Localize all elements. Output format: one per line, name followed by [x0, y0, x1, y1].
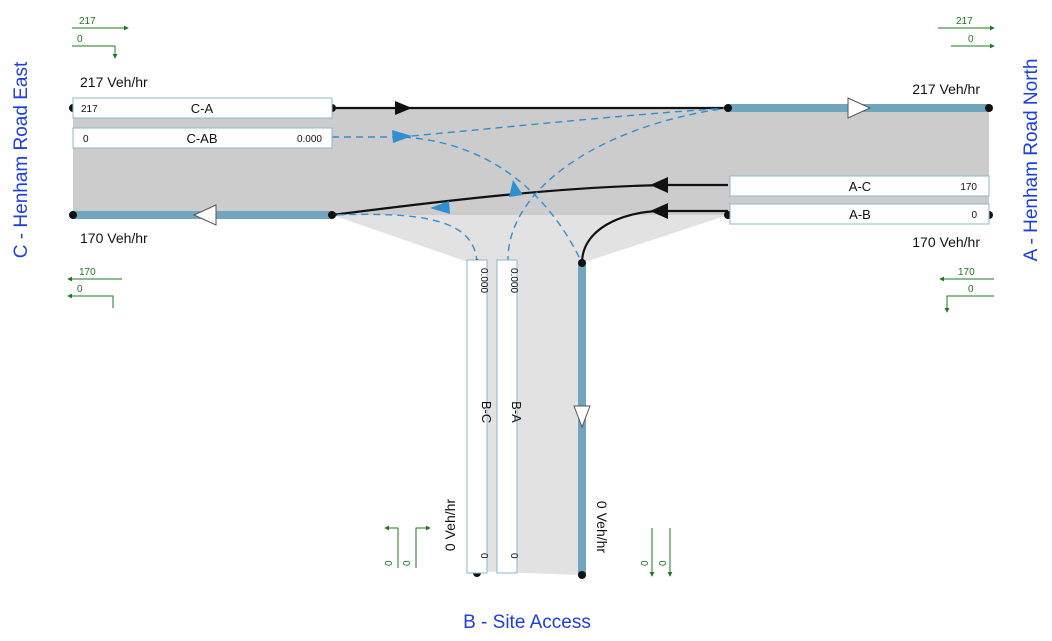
mini-c-top-1: 217 — [79, 16, 96, 27]
arrow-a-b — [650, 203, 668, 219]
box-a-c — [729, 175, 990, 197]
movement-b-c — [331, 213, 478, 264]
mini-a-bot-2: 0 — [968, 284, 974, 295]
mini-flow-c-bot: 170 0 — [67, 267, 122, 308]
box-c-a-left: 217 — [81, 104, 98, 115]
mini-b-right-1: 0 — [640, 560, 651, 566]
flow-a-entry: 170 Veh/hr — [912, 234, 980, 250]
box-a-b — [729, 203, 990, 225]
mini-c-top-2: 0 — [77, 34, 83, 45]
node — [985, 104, 993, 112]
box-c-ab-label: C-AB — [186, 131, 217, 146]
box-c-ab-right: 0.000 — [297, 134, 322, 145]
mini-c-bot-1: 170 — [79, 267, 96, 278]
box-b-a-bottom: 0 — [508, 553, 519, 559]
mini-a-top-2: 0 — [968, 34, 974, 45]
box-c-a — [72, 97, 333, 119]
main-road-surface — [73, 108, 989, 215]
arrow-exit-c — [192, 204, 217, 226]
mini-c-bot-2: 0 — [77, 284, 83, 295]
box-b-c-top: 0.000 — [478, 268, 489, 293]
mini-b-right-2: 0 — [658, 560, 669, 566]
box-b-a — [496, 259, 518, 574]
mini-b-left-1: 0 — [384, 560, 395, 566]
movement-c-b — [332, 136, 583, 264]
box-b-c-label: B-C — [479, 401, 494, 423]
node — [578, 571, 586, 579]
node — [69, 211, 77, 219]
box-c-ab-left: 0 — [83, 134, 89, 145]
arrow-b-a — [509, 180, 523, 197]
arm-a-label: A - Henham Road North — [1021, 59, 1042, 262]
box-b-a-label: B-A — [509, 401, 524, 423]
flow-c-entry: 217 Veh/hr — [80, 74, 148, 90]
mini-flow-b-left: 0 0 — [384, 525, 431, 568]
box-a-b-label: A-B — [849, 207, 871, 222]
mini-a-bot-1: 170 — [958, 267, 975, 278]
node — [578, 259, 586, 267]
flow-a-exit: 217 Veh/hr — [912, 81, 980, 97]
arrow-exit-b — [573, 405, 591, 429]
box-c-ab — [72, 127, 333, 149]
mini-flow-a-bot: 170 0 — [939, 267, 994, 313]
box-a-b-right: 0 — [971, 210, 977, 221]
mini-flow-b-right: 0 0 — [640, 528, 673, 577]
arm-b-label: B - Site Access — [463, 612, 591, 633]
mini-b-left-2: 0 — [402, 560, 413, 566]
arrow-c-a — [395, 101, 412, 115]
mini-flow-c-top: 217 0 — [72, 16, 129, 59]
box-b-c-bottom: 0 — [478, 553, 489, 559]
minor-road-approach — [332, 215, 728, 263]
flow-c-exit: 170 Veh/hr — [80, 230, 148, 246]
box-b-a-top: 0.000 — [508, 268, 519, 293]
box-a-c-right: 170 — [960, 182, 977, 193]
mini-a-top-1: 217 — [956, 16, 973, 27]
arrow-c-ab — [392, 130, 412, 143]
box-c-a-label: C-A — [191, 101, 214, 116]
arrow-exit-a — [847, 97, 872, 119]
flow-b-entry: 0 Veh/hr — [442, 499, 458, 551]
arm-c-label: C - Henham Road East — [11, 61, 32, 258]
box-a-c-label: A-C — [849, 179, 871, 194]
arrow-b-c — [430, 201, 450, 214]
node — [724, 104, 732, 112]
mini-flow-a-top: 217 0 — [938, 16, 995, 49]
flow-b-exit: 0 Veh/hr — [594, 501, 610, 553]
box-b-c — [466, 259, 488, 574]
node — [328, 211, 336, 219]
movement-b-a — [507, 107, 729, 264]
arrow-a-c — [650, 177, 668, 193]
